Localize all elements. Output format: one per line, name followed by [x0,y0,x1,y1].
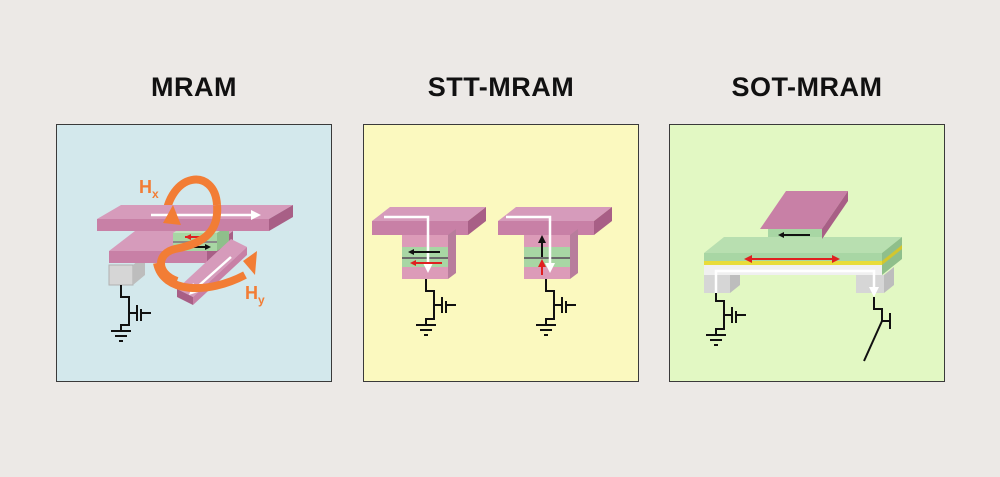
hy-arrowhead [243,251,257,275]
mram-title: MRAM [151,72,237,102]
stt-mram-title: STT-MRAM [427,72,575,102]
hx-arrowhead [163,205,181,225]
sot-contact-right [856,275,884,293]
access-transistor [111,285,151,342]
sot-mram-diagram [669,124,945,382]
word-line-current-arrow [194,256,232,290]
hy-field-arc [153,261,247,293]
sot-mram-illustration [704,191,902,362]
word-line [177,239,247,297]
hx-label: Hx [139,177,159,201]
stt-cell-left [372,207,486,336]
hy-label: Hy [245,283,265,307]
heavy-metal-layer [704,237,902,253]
sot-mram-title: SOT-MRAM [731,72,883,102]
sot-current-path [714,269,876,293]
stt-cell-right [498,207,612,336]
mram-illustration: Hx Hy [97,175,293,342]
stt-mram-illustration [372,207,612,336]
mram-diagram: Hx Hy [56,124,332,382]
bit-line [97,205,293,219]
sot-top-electrode [760,191,848,229]
stt-mram-diagram [363,124,639,382]
contact-block [108,264,134,286]
sot-access-transistor [706,293,746,346]
sot-write-switch [863,297,891,362]
